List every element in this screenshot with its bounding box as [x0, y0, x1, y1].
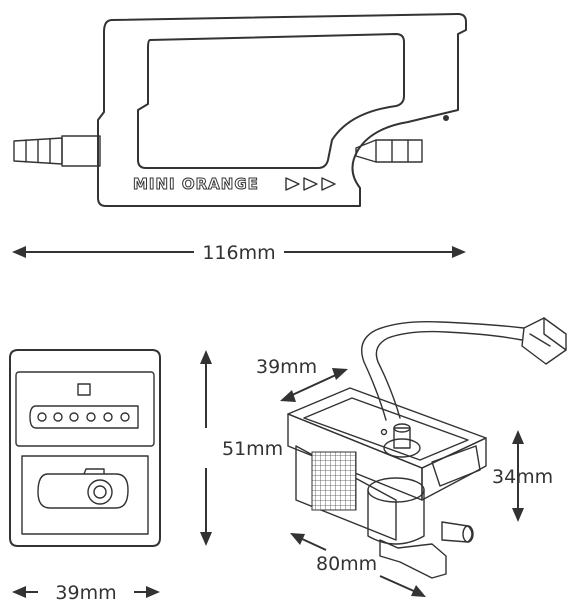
filter-mesh [311, 451, 357, 511]
top-outlet-tube [393, 427, 411, 449]
float-body [367, 489, 425, 545]
indicator-square [77, 383, 91, 396]
length-dimension-80: 80mm [290, 533, 426, 597]
brand-label: MINI ORANGE [133, 175, 259, 193]
right-hose-connector [355, 139, 423, 163]
height-label-51: 51mm [222, 438, 283, 460]
iso-side-clip [431, 445, 481, 487]
outlet-ring [87, 479, 113, 505]
depth-dimension-39-iso: 39mm [256, 356, 348, 402]
height-dimension-51: 51mm [200, 350, 283, 546]
outlet-hole [93, 485, 107, 499]
power-cable [361, 317, 567, 421]
depth-label-39-iso: 39mm [256, 356, 317, 378]
width-dimension-39-front: 39mm [12, 582, 160, 604]
iso-lower-body [295, 445, 397, 541]
iso-inlet-stub [441, 521, 473, 543]
front-lower-panel [21, 455, 149, 535]
connector-strip [29, 405, 139, 429]
width-label-39-front: 39mm [55, 582, 116, 604]
front-body-outline [9, 349, 161, 547]
flow-direction-arrows [285, 177, 336, 191]
outlet-recess [37, 473, 129, 509]
iso-view: 39mm 34mm 80mm [256, 317, 567, 597]
left-hose-connector [13, 135, 101, 167]
screw-dot [443, 115, 449, 121]
front-upper-panel [15, 371, 155, 447]
height-label-34: 34mm [492, 466, 553, 488]
front-view: 51mm 39mm [9, 349, 283, 604]
connector-pins [37, 412, 130, 422]
iso-base-plate [379, 539, 447, 579]
pump-window [137, 33, 405, 169]
height-dimension-34: 34mm [492, 430, 553, 522]
iso-top-recess [303, 397, 469, 461]
iso-side-face [421, 437, 487, 501]
width-dimension-116: 116mm [12, 242, 466, 264]
width-label-116: 116mm [202, 242, 275, 264]
pump-body-outline [97, 13, 467, 207]
top-view: MINI ORANGE 116mm [12, 13, 467, 264]
length-label-80: 80mm [316, 553, 377, 575]
outlet-tab [83, 468, 105, 475]
top-outlet-ring [383, 438, 421, 458]
top-screw [380, 428, 388, 436]
